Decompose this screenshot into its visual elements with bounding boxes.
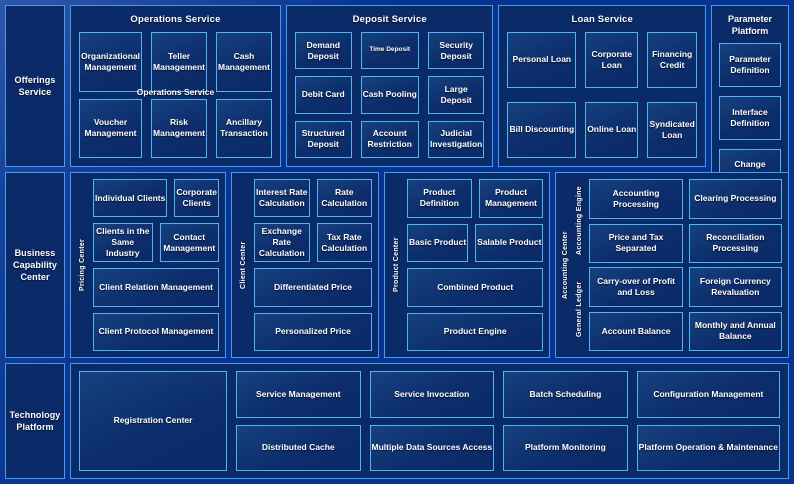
- vertical-label-pricing-center: Pricing Center: [79, 238, 86, 292]
- band-label-business-capability-center: Business Capability Center: [5, 172, 65, 358]
- tile-demand-deposit[interactable]: Demand Deposit: [294, 32, 352, 70]
- offerings-service-row: Offerings Service Operations Service Org…: [5, 5, 790, 358]
- tile-exchange-rate-calculation[interactable]: Exchange Rate Calculation: [254, 223, 310, 263]
- panel-product-center: Product Center Product Definition Produc…: [384, 172, 551, 358]
- vertical-label-accounting-engine: Accounting Engine: [576, 186, 584, 256]
- tile-salable-product[interactable]: Salable Product: [475, 223, 544, 262]
- group-operations-service: Operations Service Organizational Manage…: [70, 5, 281, 167]
- tile-multiple-data-sources-access[interactable]: Multiple Data Sources Access: [369, 424, 495, 471]
- tile-teller-management[interactable]: Teller Management: [151, 32, 207, 92]
- tile-corporate-loan[interactable]: Corporate Loan: [585, 32, 639, 88]
- business-capability-center-row: Business Capability Center Pricing Cente…: [5, 172, 789, 358]
- tile-personalized-price[interactable]: Personalized Price: [254, 312, 372, 351]
- tile-interest-rate-calculation[interactable]: Interest Rate Calculation: [254, 179, 310, 218]
- tile-risk-management[interactable]: Risk Management: [151, 98, 207, 158]
- tile-accounting-processing[interactable]: Accounting Processing: [589, 179, 683, 219]
- tile-basic-product[interactable]: Basic Product: [407, 223, 469, 262]
- tile-cash-pooling[interactable]: Cash Pooling: [360, 76, 419, 114]
- group-technology-platform: Registration Center Service Management S…: [70, 363, 789, 479]
- tile-product-definition[interactable]: Product Definition: [407, 179, 472, 218]
- tile-rate-calculation[interactable]: Rate Calculation: [316, 179, 372, 218]
- tile-financing-credit[interactable]: Financing Credit: [647, 32, 698, 88]
- band-label-technology-platform: Technology Platform: [5, 363, 65, 479]
- tile-account-balance[interactable]: Account Balance: [589, 311, 683, 351]
- tile-service-invocation[interactable]: Service Invocation: [369, 371, 495, 418]
- tile-contact-management[interactable]: Contact Management: [159, 223, 219, 263]
- tile-client-relation-management[interactable]: Client Relation Management: [93, 268, 219, 307]
- tile-individual-clients[interactable]: Individual Clients: [93, 179, 168, 218]
- tile-bill-discounting[interactable]: Bill Discounting: [507, 102, 577, 158]
- group-title-loan-service: Loan Service: [571, 14, 634, 25]
- vertical-label-general-ledger: General Ledger: [576, 281, 584, 337]
- tile-platform-monitoring[interactable]: Platform Monitoring: [503, 424, 628, 471]
- tile-monthly-and-annual-balance[interactable]: Monthly and Annual Balance: [688, 311, 782, 351]
- tile-clearing-processing[interactable]: Clearing Processing: [688, 179, 782, 219]
- tile-personal-loan[interactable]: Personal Loan: [507, 32, 577, 88]
- tile-ancillary-transaction[interactable]: Ancillary Transaction: [216, 98, 272, 158]
- panel-accounting-center: Accounting Center Accounting Engine Acco…: [555, 172, 789, 358]
- tile-reconciliation-processing[interactable]: Reconciliation Processing: [688, 223, 782, 263]
- tile-product-management[interactable]: Product Management: [478, 179, 544, 218]
- tile-differentiated-price[interactable]: Differentiated Price: [254, 268, 372, 307]
- tile-client-protocol-management[interactable]: Client Protocol Management: [93, 312, 219, 351]
- stray-caption-operations-service: Operations Service: [136, 87, 215, 97]
- tile-product-engine[interactable]: Product Engine: [407, 312, 544, 351]
- tile-combined-product[interactable]: Combined Product: [407, 268, 544, 307]
- group-title-deposit-service: Deposit Service: [352, 14, 427, 25]
- technology-platform-row: Technology Platform Registration Center …: [5, 363, 789, 479]
- group-deposit-service: Deposit Service Demand Deposit Time Depo…: [285, 5, 494, 167]
- group-loan-service: Loan Service Personal Loan Corporate Loa…: [498, 5, 707, 167]
- tile-organizational-management[interactable]: Organizational Management: [79, 32, 143, 92]
- vertical-label-accounting-center: Accounting Center: [562, 231, 570, 299]
- sidebar-item-interface-definition[interactable]: Interface Definition: [719, 95, 782, 140]
- tile-price-and-tax-separated[interactable]: Price and Tax Separated: [589, 223, 683, 263]
- tile-online-loan[interactable]: Online Loan: [585, 102, 639, 158]
- tile-configuration-management[interactable]: Configuration Management: [636, 371, 780, 418]
- band-label-offerings-service: Offerings Service: [5, 5, 65, 167]
- tile-clients-in-the-same-industry[interactable]: Clients in the Same Industry: [93, 223, 153, 263]
- tile-cash-management[interactable]: Cash Management: [216, 32, 272, 92]
- tile-registration-center[interactable]: Registration Center: [79, 371, 227, 471]
- sidebar-title: Parameter Platform: [728, 14, 773, 37]
- tile-time-deposit[interactable]: Time Deposit: [360, 32, 419, 70]
- tile-large-deposit[interactable]: Large Deposit: [427, 76, 485, 114]
- tile-carry-over-of-profit-and-loss[interactable]: Carry-over of Profit and Loss: [589, 267, 683, 307]
- tile-foreign-currency-revaluation[interactable]: Foreign Currency Revaluation: [688, 267, 782, 307]
- tile-corporate-clients[interactable]: Corporate Clients: [174, 179, 219, 218]
- tile-account-restriction[interactable]: Account Restriction: [360, 120, 419, 158]
- tile-judicial-investigation[interactable]: Judicial Investigation: [427, 120, 485, 158]
- group-title-operations-service: Operations Service: [130, 14, 221, 25]
- tile-syndicated-loan[interactable]: Syndicated Loan: [647, 102, 698, 158]
- tile-structured-deposit[interactable]: Structured Deposit: [294, 120, 352, 158]
- vertical-label-client-center: Client Center: [240, 241, 247, 289]
- vertical-label-product-center: Product Center: [393, 237, 400, 293]
- tile-debit-card[interactable]: Debit Card: [294, 76, 352, 114]
- tile-tax-rate-calculation[interactable]: Tax Rate Calculation: [316, 223, 372, 263]
- tile-security-deposit[interactable]: Security Deposit: [427, 32, 485, 70]
- panel-pricing-center: Pricing Center Individual Clients Corpor…: [70, 172, 226, 358]
- tile-service-management[interactable]: Service Management: [236, 371, 361, 418]
- sidebar-item-parameter-definition[interactable]: Parameter Definition: [719, 43, 782, 87]
- panel-client-center: Client Center Interest Rate Calculation …: [231, 172, 379, 358]
- tile-voucher-management[interactable]: Voucher Management: [79, 98, 143, 158]
- tile-distributed-cache[interactable]: Distributed Cache: [236, 424, 361, 471]
- tile-batch-scheduling[interactable]: Batch Scheduling: [503, 371, 628, 418]
- tile-platform-operation-maintenance[interactable]: Platform Operation & Maintenance: [636, 424, 780, 471]
